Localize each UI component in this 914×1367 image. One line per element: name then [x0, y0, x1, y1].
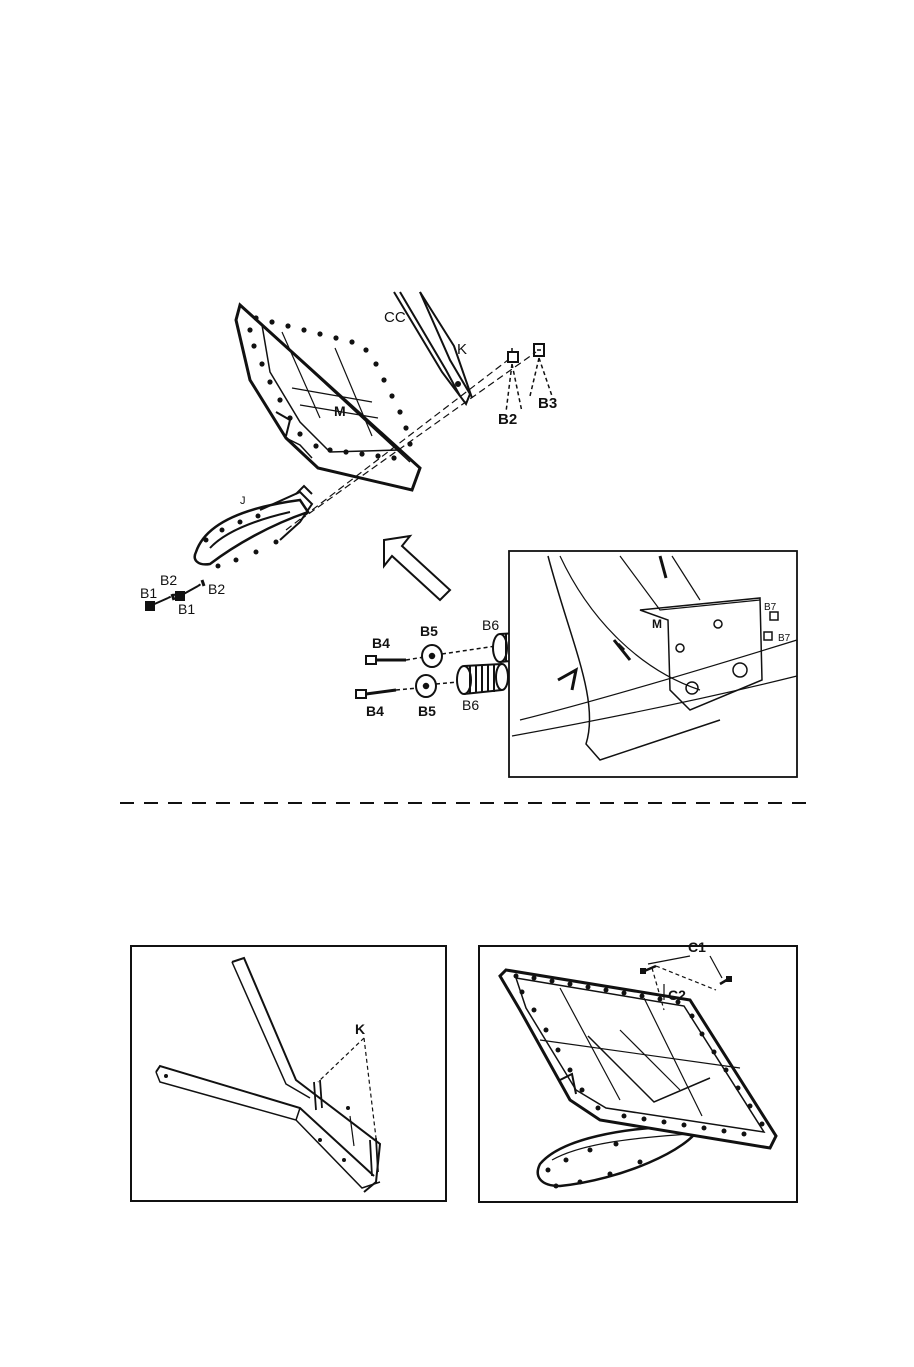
label-b4-a: B4	[372, 635, 390, 651]
label-b1-a: B1	[140, 585, 157, 601]
label-c1: C1	[688, 939, 706, 955]
label-b3: B3	[538, 395, 557, 412]
label-m-detail: M	[652, 617, 662, 631]
bracket-k-detail	[131, 946, 446, 1201]
label-b4-b: B4	[366, 703, 384, 719]
label-k-bottom: K	[355, 1021, 365, 1037]
label-b2-top: B2	[498, 411, 517, 428]
label-m-main: M	[334, 403, 346, 419]
label-k-top: K	[457, 341, 467, 358]
backboard-m	[236, 305, 420, 490]
label-b7-a: B7	[764, 602, 777, 613]
rim-j	[195, 486, 312, 569]
label-c2: C2	[668, 987, 686, 1003]
label-b7-b: B7	[778, 633, 791, 644]
label-b6-a: B6	[482, 617, 499, 633]
backboard-c-detail	[479, 946, 797, 1202]
label-j: J	[240, 495, 246, 507]
label-b5-b: B5	[418, 703, 436, 719]
label-b6-b: B6	[462, 697, 479, 713]
label-cc: CC	[384, 309, 406, 326]
label-b5-a: B5	[420, 623, 438, 639]
spacer-b6-lower	[457, 664, 508, 694]
direction-arrow	[384, 536, 450, 600]
label-b2-a: B2	[160, 572, 177, 588]
label-b2-b: B2	[208, 581, 225, 597]
detail-inset	[509, 551, 797, 777]
label-b1-b: B1	[178, 601, 195, 617]
